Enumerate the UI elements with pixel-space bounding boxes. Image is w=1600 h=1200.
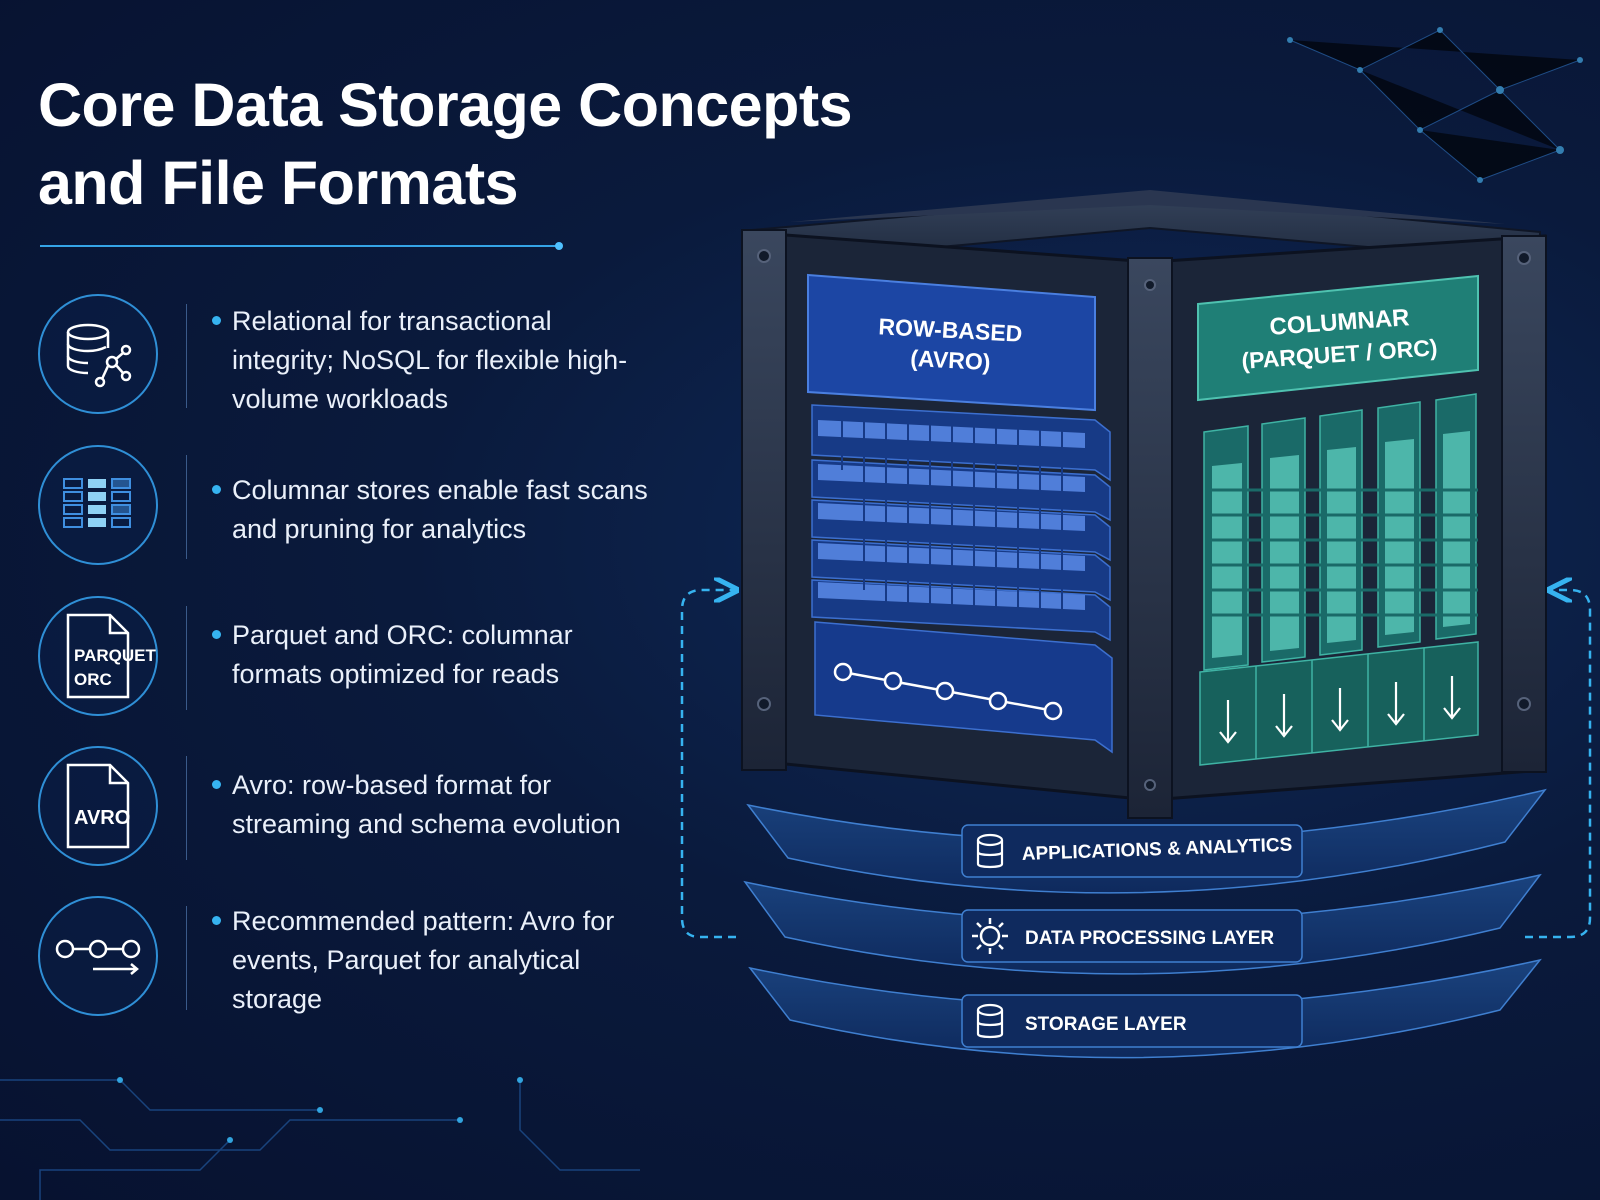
page-title: Core Data Storage Concepts and File Form… [38,66,858,222]
bullet-dot [212,916,221,925]
avro-label: AVRO [74,807,131,829]
row-panel-line2: (AVRO) [910,345,991,375]
layer-label-processing: DATA PROCESSING LAYER [961,909,1303,963]
pipeline-icon [38,896,158,1016]
layer-label-text: STORAGE LAYER [1025,1014,1187,1035]
columnar-grid-icon [38,445,158,565]
bullet-dot [212,316,221,325]
title-underline [40,242,563,250]
database-icon [976,833,1004,869]
orc-label: ORC [74,670,112,689]
bullet-dot [212,780,221,789]
item-text: Avro: row-based format for streaming and… [232,770,621,839]
file-icon [38,596,158,716]
bullet-dot [212,485,221,494]
layer-label-applications: APPLICATIONS & ANALYTICS [961,824,1303,878]
database-network-icon [38,294,158,414]
item-text: Recommended pattern: Avro for events, Pa… [232,906,615,1014]
title-line-1: Core Data Storage Concepts [38,71,853,139]
sort-icon [1219,676,1461,744]
divider [186,756,187,860]
layer-label-text: DATA PROCESSING LAYER [1025,928,1274,949]
divider [186,606,187,710]
gear-icon [972,918,1008,954]
parquet-label: PARQUET [74,646,156,665]
list-item: PARQUET ORC Parquet and ORC: columnar fo… [38,596,678,720]
storage-diagram: ROW-BASED (AVRO) [680,27,1592,1059]
columnar-panel: COLUMNAR (PARQUET / ORC) [1197,274,1479,766]
divider [186,304,187,408]
title-line-2: and File Formats [38,149,519,217]
layer-label-storage: STORAGE LAYER [961,994,1303,1048]
network-decoration [1287,27,1583,183]
file-icon [38,746,158,866]
item-text: Relational for transactional integrity; … [232,306,628,414]
database-icon [976,1003,1004,1039]
flow-arrows [680,590,1592,939]
list-item: Recommended pattern: Avro for events, Pa… [38,896,678,1020]
row-based-panel: ROW-BASED (AVRO) [807,273,1113,754]
list-item: Relational for transactional integrity; … [38,294,678,418]
circuit-decoration [0,1077,640,1200]
list-item: AVRO Avro: row-based format for streamin… [38,746,678,870]
item-text: Columnar stores enable fast scans and pr… [232,475,648,544]
divider [186,906,187,1010]
list-item: Columnar stores enable fast scans and pr… [38,445,678,569]
bullet-dot [212,630,221,639]
divider [186,455,187,559]
item-text: Parquet and ORC: columnar formats optimi… [232,620,573,689]
